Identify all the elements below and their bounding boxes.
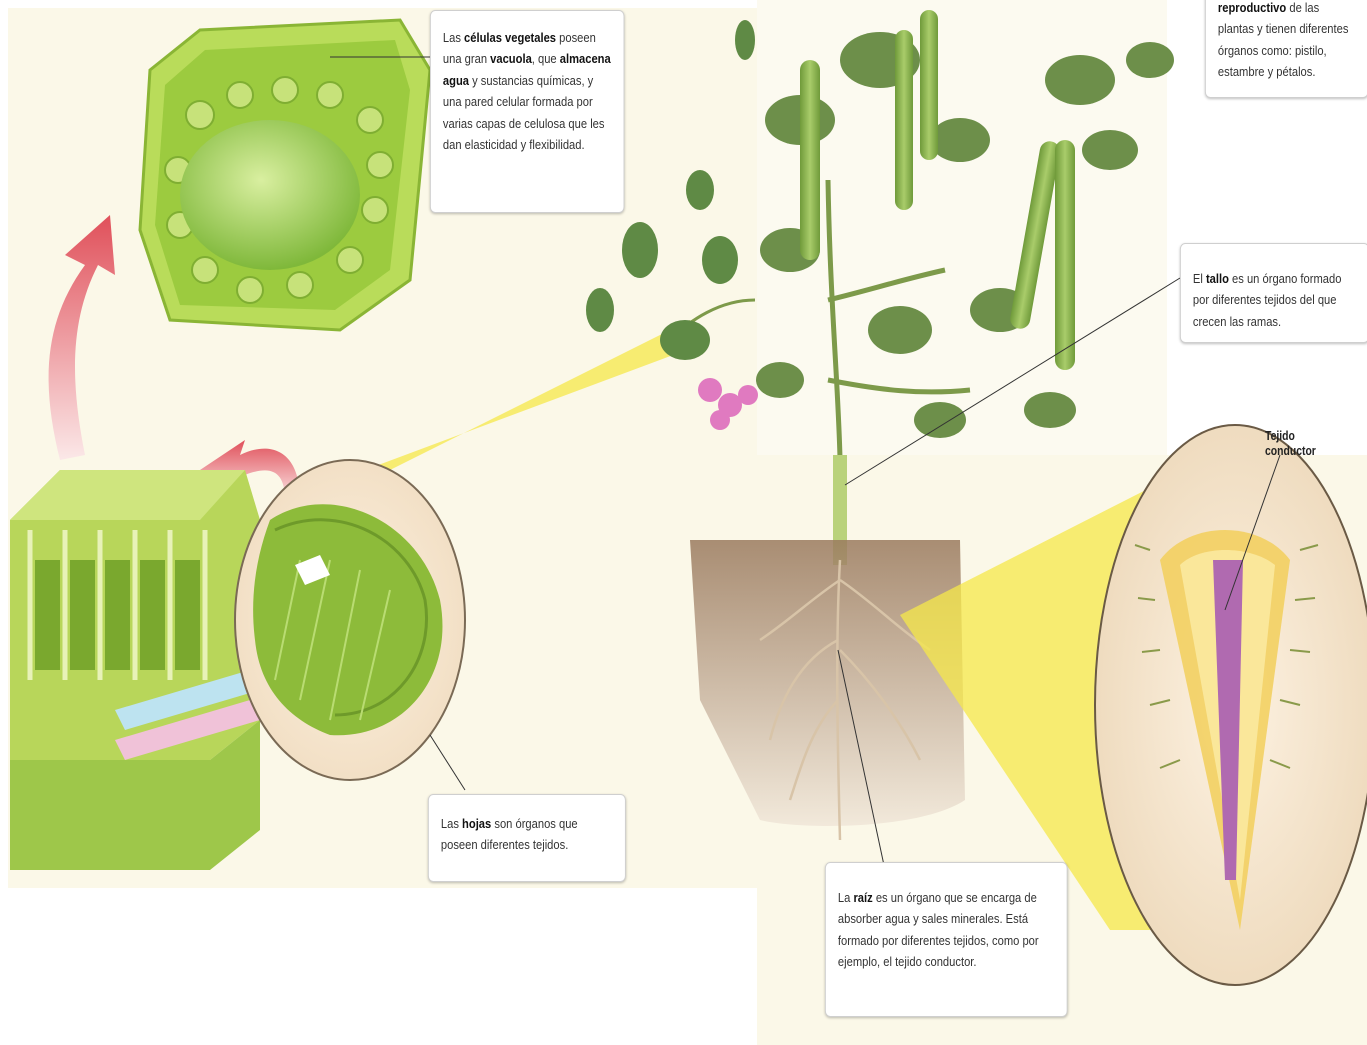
pea-plant-illustration (756, 10, 1174, 458)
term-vacuola: vacuola (490, 51, 532, 66)
term-reproductivo: reproductivo (1218, 0, 1286, 15)
callout-flor: reproductivo de las plantas y tienen dif… (1205, 0, 1367, 98)
callout-celulas-vegetales: Las células vegetales poseen una gran va… (430, 10, 624, 213)
leaf-pointer-line (430, 735, 465, 790)
leaf-magnification-circle (235, 460, 465, 780)
term-raiz: raíz (853, 890, 872, 905)
callout-raiz: La raíz es un órgano que se encarga de a… (825, 862, 1068, 1017)
callout-hojas: Las hojas son órganos que poseen diferen… (428, 794, 626, 882)
callout-tallo: El tallo es un órgano formado por difere… (1180, 243, 1367, 343)
root-magnification-circle (1095, 425, 1367, 985)
term-hojas: hojas (462, 816, 491, 831)
label-tejido-conductor: Tejido conductor (1265, 428, 1347, 458)
soil (690, 540, 965, 826)
tissue-block-illustration (10, 470, 260, 870)
vacuole (180, 120, 360, 270)
term-celulas-vegetales: células vegetales (464, 30, 556, 45)
term-tallo: tallo (1206, 271, 1229, 286)
curved-arrow-large (49, 215, 115, 460)
plant-cell-illustration (140, 20, 430, 330)
